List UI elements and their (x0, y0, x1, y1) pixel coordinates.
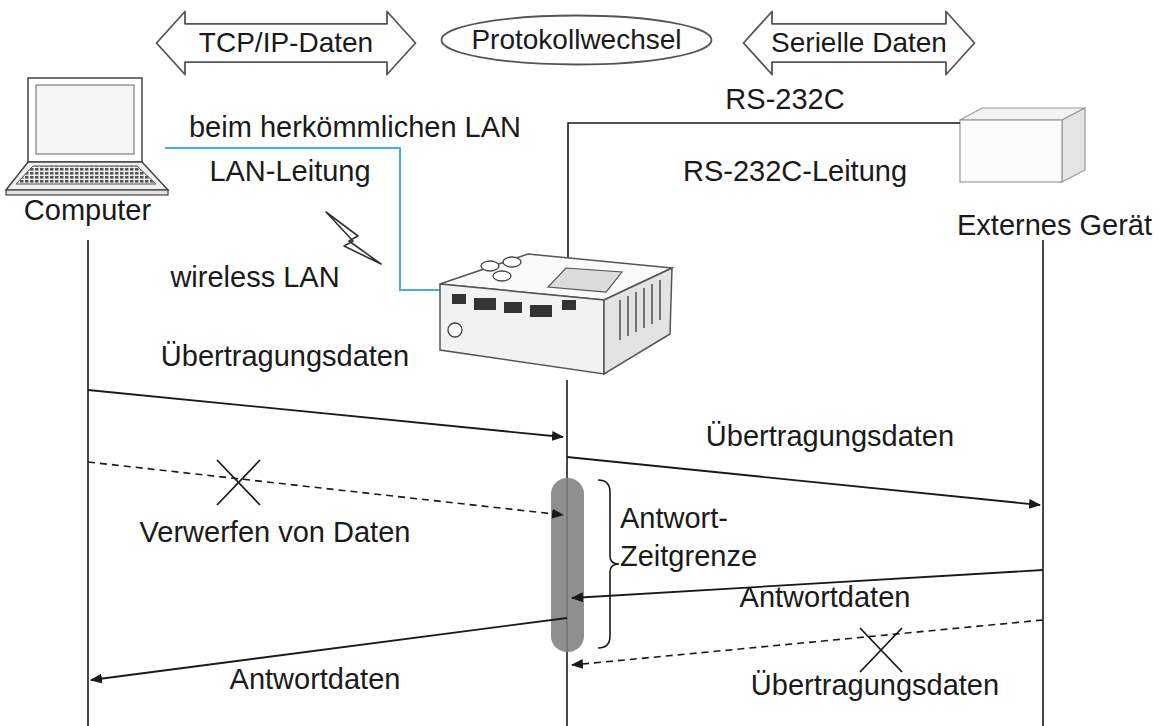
projector-button (503, 257, 521, 267)
projector-side (604, 268, 672, 374)
laptop-keyboard (16, 166, 156, 184)
discarded-message-arrow (572, 620, 1043, 665)
projector-port (562, 300, 576, 310)
message-arrow (88, 390, 563, 437)
laptop-base (6, 162, 168, 190)
projector-panel (548, 268, 622, 292)
connection-label: beim herkömmlichen LAN (165, 110, 545, 146)
node-text: Externes Gerät (957, 209, 1152, 242)
node-text: TCP/IP-Daten (199, 27, 373, 59)
laptop-screen (36, 85, 134, 154)
discard-cross (217, 460, 260, 505)
projector-port (530, 305, 552, 317)
lifeline (1042, 240, 1044, 726)
data-flow-arrow: TCP/IP-Daten (155, 10, 417, 76)
interface-label: RS-232C (700, 83, 870, 117)
projector-button (481, 261, 499, 271)
message-arrow (567, 457, 1040, 505)
node-text: Computer (24, 194, 151, 227)
laptop-lid (28, 78, 142, 162)
message-label: Übertragungsdaten (715, 668, 1035, 704)
wireless-symbol (326, 212, 381, 264)
device-front-face (960, 120, 1062, 182)
timeout-label: Antwort- Zeitgrenze (620, 497, 770, 577)
projector-power-socket (448, 323, 462, 337)
projector-front (440, 284, 604, 374)
double-arrow-shape (157, 12, 416, 75)
projector-port (474, 298, 496, 310)
node-text: Serielle Daten (771, 27, 947, 59)
projector-port (452, 294, 466, 304)
node-text: Protokollwechsel (471, 24, 681, 56)
projector-vents (620, 280, 660, 340)
protocol-ellipse: Protokollwechsel (440, 14, 713, 66)
message-label: Übertragungsdaten (135, 339, 435, 375)
cable-label: RS-232C-Leitung (650, 154, 940, 190)
cable-label: LAN-Leitung (180, 154, 400, 190)
timeout-brace (598, 480, 619, 648)
message-label: Antwortdaten (715, 580, 935, 616)
connection-label: wireless LAN (150, 260, 360, 296)
device-side-face (1062, 108, 1085, 182)
projector-button (493, 271, 511, 281)
message-label: Antwortdaten (205, 662, 425, 698)
projector-port (504, 302, 522, 313)
message-label: Übertragungsdaten (680, 419, 980, 455)
discard-cross (860, 628, 902, 672)
double-arrow-shape (744, 12, 975, 75)
data-flow-arrow: Serielle Daten (742, 10, 976, 76)
external-device: Externes Gerät (945, 105, 1164, 242)
lifeline (87, 240, 89, 726)
message-label: Verwerfen von Daten (100, 515, 450, 551)
discarded-message-arrow (88, 462, 563, 515)
ellipse-shape (442, 16, 712, 65)
timeout-bar (551, 478, 584, 652)
computer-device: Computer (0, 75, 175, 227)
